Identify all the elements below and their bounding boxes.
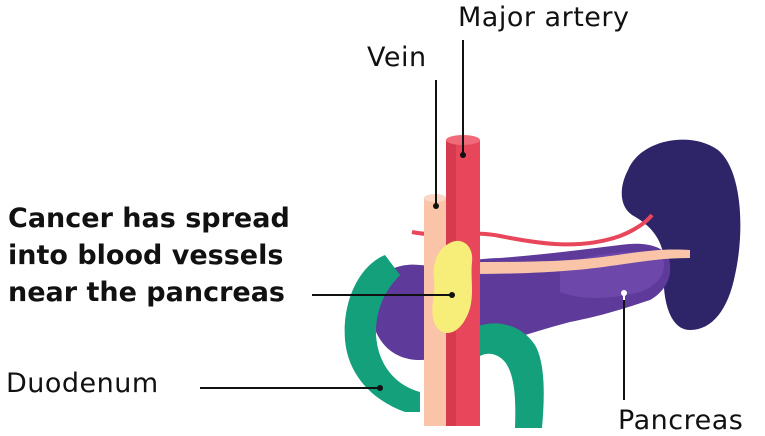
leader-tumour-dot: [449, 292, 455, 298]
callout-cancer-spread: Cancer has spread into blood vessels nea…: [8, 200, 290, 311]
callout-line-3: near the pancreas: [8, 274, 290, 311]
label-major-artery: Major artery: [458, 4, 629, 31]
leader-major-artery-dot: [460, 152, 466, 158]
label-duodenum: Duodenum: [6, 370, 159, 397]
leader-pancreas-dot: [621, 290, 627, 296]
callout-line-2: into blood vessels: [8, 237, 290, 274]
leader-vein-dot: [433, 203, 439, 209]
label-vein: Vein: [367, 44, 427, 71]
duodenum-right-shape: [470, 323, 544, 428]
leader-duodenum-dot: [377, 385, 383, 391]
callout-line-1: Cancer has spread: [8, 200, 290, 237]
label-pancreas: Pancreas: [618, 407, 743, 434]
